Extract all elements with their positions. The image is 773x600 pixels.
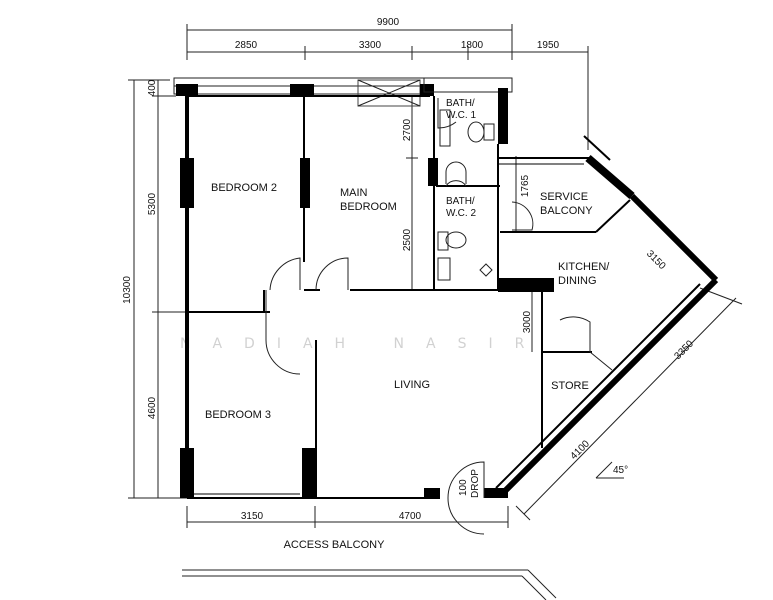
dim-diag-3150: 3150 — [644, 248, 668, 272]
dim-diag-4100: 4100 — [568, 438, 592, 462]
bath1-shower-icon — [445, 161, 467, 184]
bottom-dimensions: 3150 4700 — [186, 506, 509, 528]
dim-bottom-1: 3150 — [241, 511, 264, 522]
dim-left-1: 400 — [147, 79, 158, 96]
dim-overall-width: 9900 — [377, 17, 400, 28]
dim-3000: 3000 — [522, 310, 533, 333]
room-labels: BEDROOM 2 MAIN BEDROOM BATH/ W.C. 1 BATH… — [205, 98, 610, 498]
angle-label: 45° — [613, 465, 628, 476]
drop-label-l1: 100 — [458, 479, 469, 496]
drop-label-l2: DROP — [470, 469, 481, 498]
access-balcony-label: ACCESS BALCONY — [284, 539, 386, 551]
room-main-bedroom-l2: BEDROOM — [340, 201, 397, 213]
room-bedroom2: BEDROOM 2 — [211, 182, 277, 194]
dim-left-3: 4600 — [147, 396, 158, 419]
dim-2500: 2500 — [402, 228, 413, 251]
watermark: NADIAH NASIR — [180, 336, 546, 352]
interior-dimensions: 2700 2500 1765 3000 — [402, 96, 533, 352]
room-store: STORE — [551, 380, 589, 392]
doors — [265, 98, 613, 535]
dim-top-1: 2850 — [235, 40, 258, 51]
room-kitchen-l1: KITCHEN/ — [558, 261, 610, 273]
angle-marker: 45° — [595, 461, 628, 479]
dim-1765: 1765 — [520, 174, 531, 197]
room-main-bedroom-l1: MAIN — [340, 187, 368, 199]
bath1-basin-icon — [439, 109, 451, 147]
fixtures — [437, 109, 495, 281]
bath1-toilet-icon — [467, 121, 485, 143]
dim-overall-height: 10300 — [122, 276, 133, 304]
room-kitchen-l2: DINING — [558, 275, 597, 287]
left-dimensions: 10300 400 5300 4600 — [122, 79, 192, 499]
dim-top-4: 1950 — [537, 40, 560, 51]
dim-2700: 2700 — [402, 118, 413, 141]
room-living: LIVING — [394, 379, 430, 391]
dim-left-2: 5300 — [147, 192, 158, 215]
bath2-toilet-icon — [445, 231, 467, 249]
dim-top-2: 3300 — [359, 40, 382, 51]
room-bedroom3: BEDROOM 3 — [205, 409, 271, 421]
room-bath1-l1: BATH/ — [446, 98, 475, 109]
walls — [173, 77, 719, 499]
dim-bottom-2: 4700 — [399, 511, 422, 522]
room-service-balcony-l2: BALCONY — [540, 205, 593, 217]
top-dimensions: 9900 2850 3300 1800 1950 — [186, 17, 589, 150]
access-balcony: ACCESS BALCONY — [182, 539, 557, 600]
room-service-balcony-l1: SERVICE — [540, 191, 588, 203]
room-bath2-l1: BATH/ — [446, 196, 475, 207]
bath2-basin-icon — [437, 257, 451, 281]
room-bath1-l2: W.C. 1 — [446, 110, 476, 121]
room-bath2-l2: W.C. 2 — [446, 208, 476, 219]
dim-top-3: 1800 — [461, 40, 484, 51]
